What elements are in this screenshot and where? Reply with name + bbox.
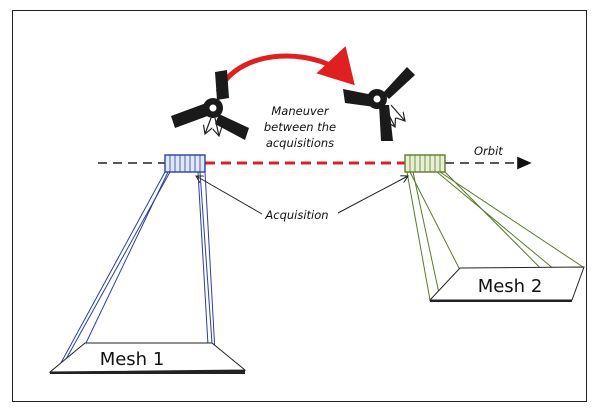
acquisition-box-1 (164, 154, 206, 173)
maneuver-label-line3: acquisitions (266, 136, 334, 150)
maneuver-label-line2: between the (264, 120, 336, 134)
maneuver-arrow (215, 46, 355, 94)
mesh2-box (428, 266, 585, 302)
mesh2-projection (406, 171, 584, 301)
mesh1-box (48, 342, 247, 374)
mesh1-label: Mesh 1 (100, 349, 165, 370)
mesh2-label: Mesh 2 (478, 276, 543, 297)
acquisition-pointer-2 (337, 176, 408, 214)
satellite-icon (171, 70, 249, 140)
diagram-frame (12, 10, 587, 402)
acquisition-pointer-1 (196, 176, 263, 215)
satellite-icon (343, 67, 415, 141)
acquisition-box-2 (404, 154, 446, 173)
maneuver-label-line1: Maneuver (271, 104, 330, 118)
orbit-label: Orbit (474, 144, 503, 158)
mesh1-projection (55, 171, 217, 373)
acquisition-label: Acquisition (264, 208, 328, 222)
